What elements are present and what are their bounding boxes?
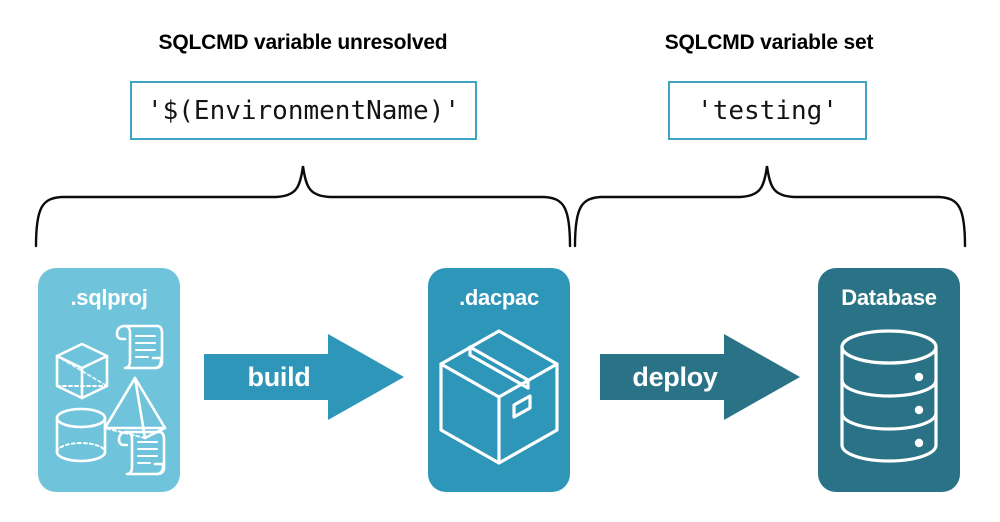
database-indicator-dot: [914, 372, 924, 382]
code-value-box-set: 'testing': [668, 81, 867, 140]
sqlproj-icons-group: [55, 324, 167, 476]
code-value-text-set: 'testing': [697, 95, 838, 126]
scroll-icon: [117, 430, 166, 476]
brace-group: [34, 165, 967, 248]
artifact-card-label-database: Database: [841, 285, 937, 310]
database-indicator-dot: [914, 438, 924, 448]
arrow-deploy-shape: [600, 334, 800, 420]
left-brace-icon: [34, 165, 572, 248]
pyramid-icon: [103, 376, 167, 440]
database-cylinder-icon: [840, 329, 938, 463]
section-heading-set: SQLCMD variable set: [664, 31, 874, 54]
arrow-build-shape: [204, 334, 404, 420]
artifact-card-label-sqlproj: .sqlproj: [70, 285, 148, 310]
cube-icon: [55, 342, 109, 400]
section-heading-unresolved: SQLCMD variable unresolved: [158, 31, 448, 54]
code-value-text-unresolved: '$(EnvironmentName)': [146, 95, 461, 126]
artifact-card-database: Database: [818, 268, 960, 492]
package-box-icon: [439, 329, 559, 465]
artifact-card-label-dacpac: .dacpac: [459, 285, 539, 310]
arrow-build: build: [204, 334, 404, 420]
right-brace-icon: [573, 165, 967, 248]
arrow-deploy: deploy: [600, 334, 800, 420]
database-artwork: [818, 316, 960, 484]
artifact-card-dacpac: .dacpac: [428, 268, 570, 492]
dacpac-artwork: [428, 316, 570, 484]
artifact-card-sqlproj: .sqlproj: [38, 268, 180, 492]
database-indicator-dot: [914, 405, 924, 415]
sqlproj-artwork: [38, 316, 180, 484]
cylinder-icon: [55, 407, 107, 463]
code-value-box-unresolved: '$(EnvironmentName)': [130, 81, 477, 140]
scroll-icon: [115, 324, 164, 370]
